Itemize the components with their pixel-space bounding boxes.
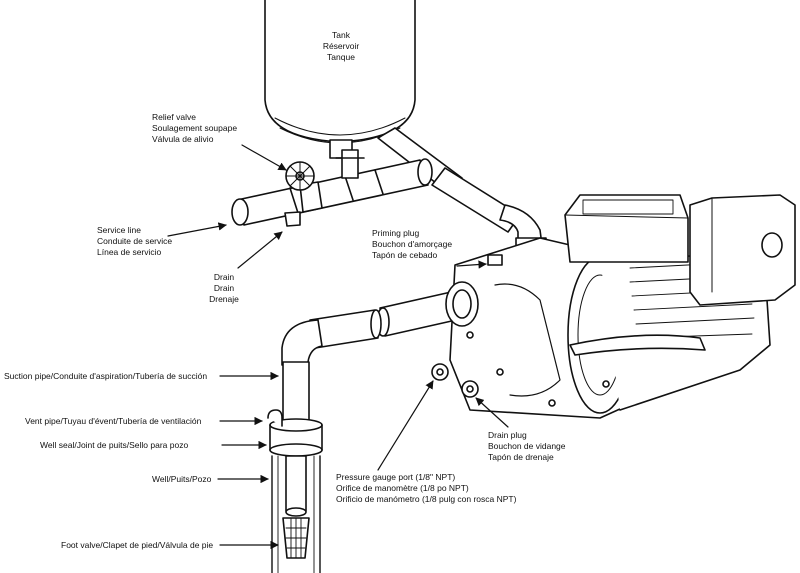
priming-plug-label-es: Tapón de cebado: [372, 250, 438, 260]
pressure-gauge-port-label-es: Orificio de manómetro (1/8 pulg con rosc…: [336, 494, 517, 504]
drain-plug-label-fr: Bouchon de vidange: [488, 441, 566, 451]
relief-valve-label-fr: Soulagement soupape: [152, 123, 238, 133]
well-label: Well/Puits/Pozo: [152, 474, 212, 484]
drain-plug-label-en: Drain plug: [488, 430, 527, 440]
service-line-label-en: Service line: [97, 225, 141, 235]
service-line-label: Service line Conduite de service Línea d…: [97, 225, 172, 258]
well-casing: [267, 409, 323, 573]
tank-label-es: Tanque: [327, 52, 355, 62]
service-line-pipe: [231, 149, 433, 227]
relief-valve-label-es: Válvula de alivio: [152, 134, 214, 144]
tank-label-fr: Réservoir: [322, 41, 360, 51]
service-line-label-fr: Conduite de service: [97, 236, 173, 246]
relief-valve-wheel: [285, 161, 315, 191]
pressure-gauge-port-label-fr: Orifice de manomètre (1/8 po NPT): [336, 483, 469, 493]
suction-pipe: [281, 289, 466, 423]
well-seal-label: Well seal/Joint de puits/Sello para pozo: [40, 440, 189, 450]
drain-line-label: Drain Drain Drenaje: [200, 272, 248, 305]
drain-plug-label-es: Tapón de drenaje: [488, 452, 554, 462]
suction-pipe-label: Suction pipe/Conduite d'aspiration/Tuber…: [4, 371, 208, 381]
pressure-gauge-port-label-en: Pressure gauge port (1/8" NPT): [336, 472, 456, 482]
priming-plug-label-fr: Bouchon d'amorçage: [372, 239, 453, 249]
drain-line-label-fr: Drain: [213, 283, 235, 293]
drain-plug-label: Drain plug Bouchon de vidange Tapón de d…: [488, 430, 566, 463]
tank-label-en: Tank: [332, 30, 350, 40]
drain-line-label-es: Drenaje: [209, 294, 239, 304]
priming-plug-label-en: Priming plug: [372, 228, 420, 238]
leader-arrows: [167, 144, 509, 550]
service-line-label-es: Línea de servicio: [97, 247, 162, 257]
foot-valve-label: Foot valve/Clapet de pied/Válvula de pie: [61, 540, 214, 550]
priming-plug-label: Priming plug Bouchon d'amorçage Tapón de…: [372, 228, 452, 261]
drain-line-label-en: Drain: [213, 272, 235, 282]
pressure-gauge-port-label: Pressure gauge port (1/8" NPT) Orifice d…: [336, 472, 516, 505]
relief-valve-label: Relief valve Soulagement soupape Válvula…: [152, 112, 237, 145]
pressure-tank: [264, 0, 416, 144]
tank-label: Tank Réservoir Tanque: [312, 30, 370, 63]
relief-valve-label-en: Relief valve: [152, 112, 196, 122]
jet-pump: [431, 194, 796, 419]
vent-pipe-label: Vent pipe/Tuyau d'évent/Tubería de venti…: [25, 416, 202, 426]
